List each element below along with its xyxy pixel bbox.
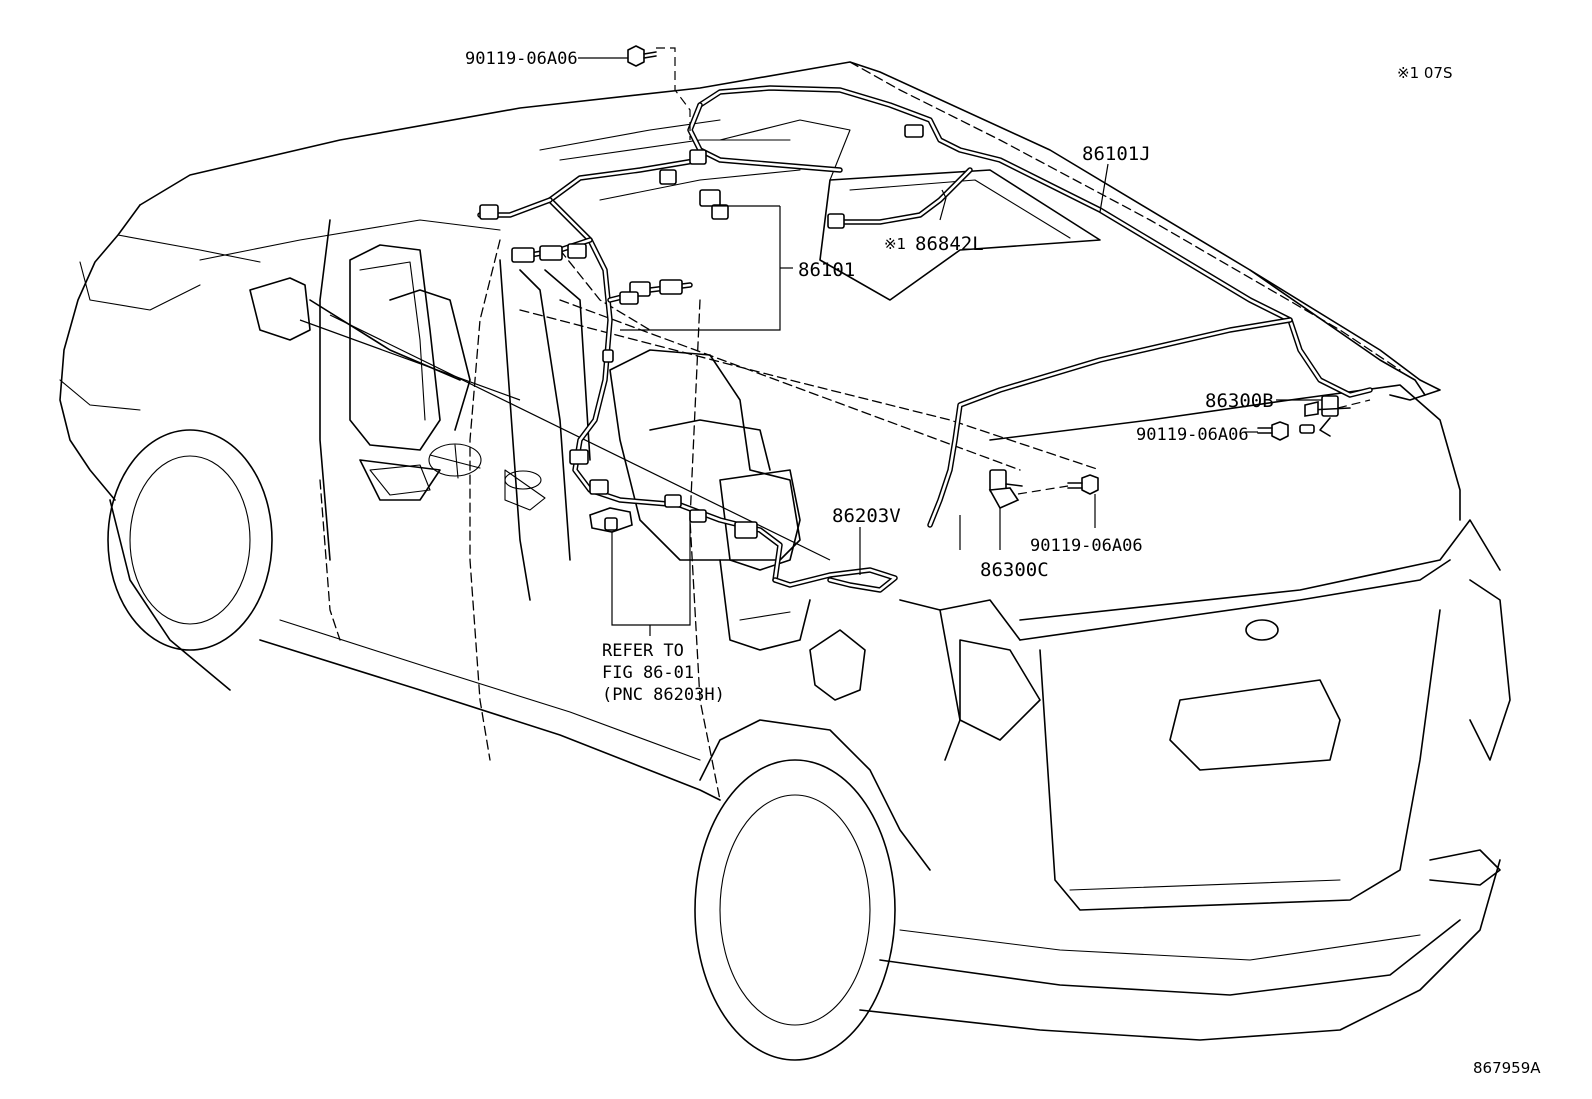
bracket-86300C: [988, 469, 1023, 510]
label-note-top-right: ※1 07S: [1397, 64, 1453, 82]
label-figure-id: 867959A: [1473, 1059, 1541, 1077]
wire-harness-86101: [477, 149, 783, 583]
label-note-mark: ※1: [884, 235, 906, 253]
vehicle-outline: [59, 61, 1511, 1061]
label-bolt-right-2: 90119-06A06: [1030, 536, 1143, 556]
bracket-lower-left: [589, 507, 633, 533]
bracket-86300B: [1299, 395, 1351, 437]
label-86300C: 86300C: [980, 559, 1049, 581]
label-refer-line2: FIG 86-01: [602, 663, 694, 683]
label-86101: 86101: [798, 259, 855, 281]
label-bolt-right-1: 90119-06A06: [1136, 425, 1249, 445]
bolt-90119-top: [627, 45, 657, 67]
label-86300B: 86300B: [1205, 390, 1274, 412]
part-labels: 90119-06A06 ※1 07S 86101J ※1 86842L 8610…: [465, 49, 1541, 1077]
label-86203V: 86203V: [832, 505, 901, 527]
label-refer-line1: REFER TO: [602, 641, 684, 661]
label-86842L: 86842L: [915, 233, 984, 255]
bolt-90119-right-1: [1257, 421, 1289, 441]
label-refer-line3: (PNC 86203H): [602, 685, 725, 705]
wire-harness-86101J: [687, 85, 1373, 528]
label-86101J: 86101J: [1082, 143, 1151, 165]
wire-harness-86842L: [827, 124, 973, 229]
leader-lines: [578, 47, 1371, 636]
label-bolt-top: 90119-06A06: [465, 49, 578, 69]
wire-harness-86203V: [772, 567, 898, 593]
bolt-90119-right-2: [1067, 474, 1099, 495]
